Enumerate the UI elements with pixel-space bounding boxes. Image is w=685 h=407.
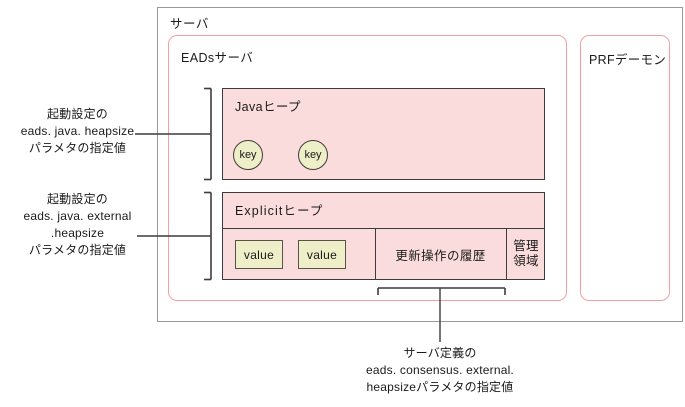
java-heap-title: Javaヒープ	[235, 100, 301, 114]
explicit-heap-value-object: value	[298, 240, 346, 269]
callout-line: 起動設定の	[46, 107, 108, 121]
java-heap-key-object: key	[233, 140, 263, 170]
explicit-heap-divider	[222, 228, 545, 229]
explicit-heap-vertical-divider	[506, 228, 507, 280]
eads-server-label: EADsサーバ	[181, 51, 254, 65]
server-container-label: サーバ	[170, 17, 209, 31]
java-heap-callout-label: 起動設定の eads. java. heapsize パラメタの指定値	[0, 106, 155, 157]
callout-line: パラメタの指定値	[28, 243, 127, 257]
java-heap-key-object: key	[298, 140, 328, 170]
caption-line: サーバ定義の	[403, 346, 477, 360]
management-area-cell: 管理 領域	[507, 228, 545, 280]
callout-line: .heapsize	[50, 226, 105, 240]
explicit-heap-callout-label: 起動設定の eads. java. external .heapsize パラメ…	[0, 191, 155, 259]
callout-line: eads. java. heapsize	[20, 124, 135, 138]
update-history-cell: 更新操作の履歴	[395, 248, 486, 263]
prf-daemon-label: PRFデーモン	[589, 53, 667, 67]
callout-line: eads. java. external	[23, 209, 132, 223]
callout-line: 起動設定の	[46, 192, 108, 206]
prf-daemon-container	[580, 35, 670, 301]
explicit-heap-vertical-divider	[375, 228, 376, 280]
explicit-heap-title: Explicitヒープ	[235, 204, 324, 218]
java-heap-box	[222, 88, 545, 180]
caption-line: eads. consensus. external.	[366, 363, 514, 377]
consensus-external-heapsize-caption: サーバ定義の eads. consensus. external. heapsi…	[300, 345, 580, 396]
callout-line: パラメタの指定値	[28, 141, 127, 155]
management-area-line1: 管理	[513, 239, 539, 253]
caption-line: heapsizeパラメタの指定値	[366, 380, 514, 394]
management-area-line2: 領域	[513, 254, 539, 268]
explicit-heap-value-object: value	[235, 240, 283, 269]
